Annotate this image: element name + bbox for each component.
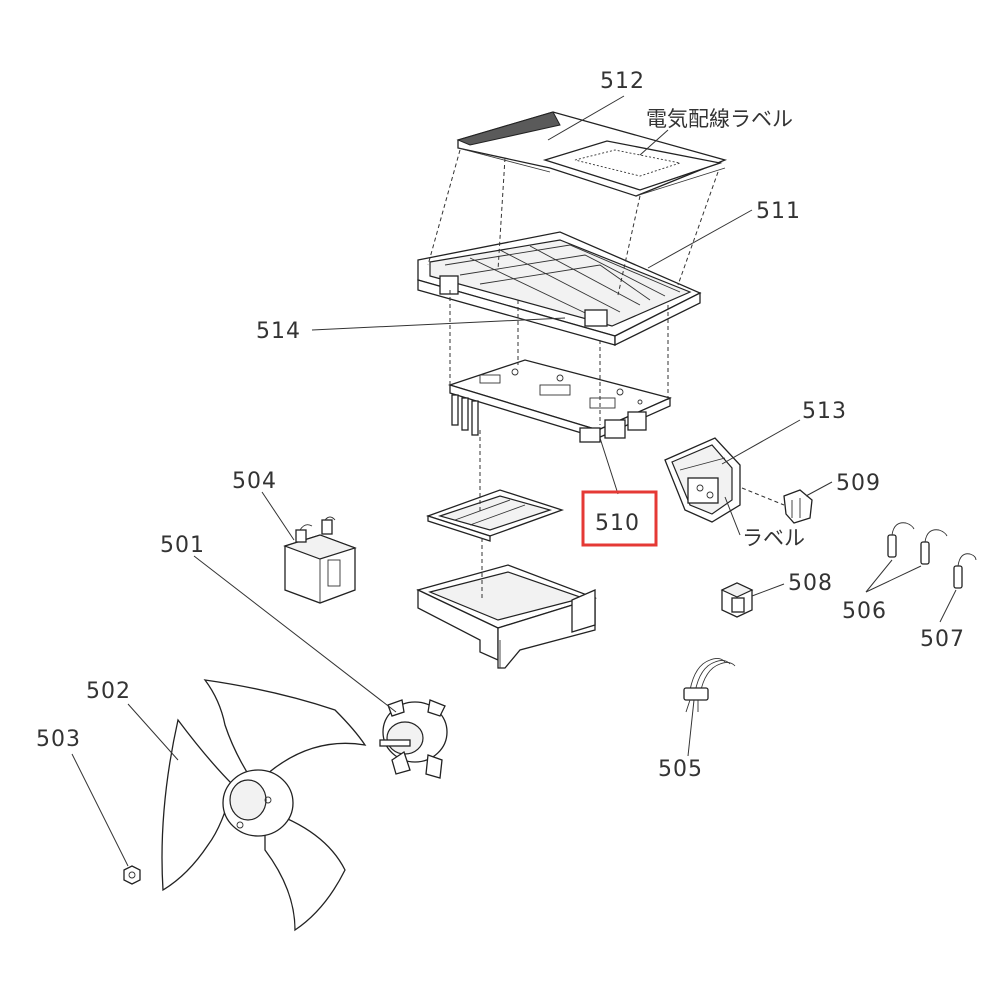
label-label-jp: ラベル xyxy=(742,526,805,550)
part-511-frame xyxy=(417,231,702,347)
part-labels: 512 電気配線ラベル 511 514 513 509 510 ラベル 504 … xyxy=(36,69,965,782)
fan-motor-icon xyxy=(379,699,448,779)
label-503: 503 xyxy=(36,727,81,752)
circuit-board-icon xyxy=(447,359,672,443)
label-514: 514 xyxy=(256,319,301,344)
label-504: 504 xyxy=(232,469,277,494)
part-506-sensors xyxy=(887,522,948,565)
label-502: 502 xyxy=(86,679,131,704)
part-507-sensor xyxy=(953,553,977,589)
highlight-box-510 xyxy=(581,490,658,547)
part-508-relay xyxy=(720,582,754,618)
part-512-cover xyxy=(456,111,728,197)
fan-blade-icon xyxy=(161,679,367,932)
label-505: 505 xyxy=(658,757,703,782)
label-506: 506 xyxy=(842,599,887,624)
part-503-nut xyxy=(123,865,141,885)
leader-lines xyxy=(71,95,957,867)
part-tray xyxy=(425,489,565,542)
label-501: 501 xyxy=(160,533,205,558)
assembly-guide-lines xyxy=(427,149,785,600)
label-511: 511 xyxy=(756,199,801,224)
label-wiring: 電気配線ラベル xyxy=(646,107,793,131)
part-509-connector xyxy=(783,489,813,524)
label-513: 513 xyxy=(802,399,847,424)
part-505-harness xyxy=(683,657,736,713)
part-513-bracket xyxy=(664,437,741,523)
part-base-box xyxy=(416,564,597,669)
label-512: 512 xyxy=(600,69,645,94)
capacitor-icon xyxy=(283,516,357,604)
label-508: 508 xyxy=(788,571,833,596)
label-509: 509 xyxy=(836,471,881,496)
label-507: 507 xyxy=(920,627,965,652)
label-510: 510 xyxy=(595,511,640,536)
